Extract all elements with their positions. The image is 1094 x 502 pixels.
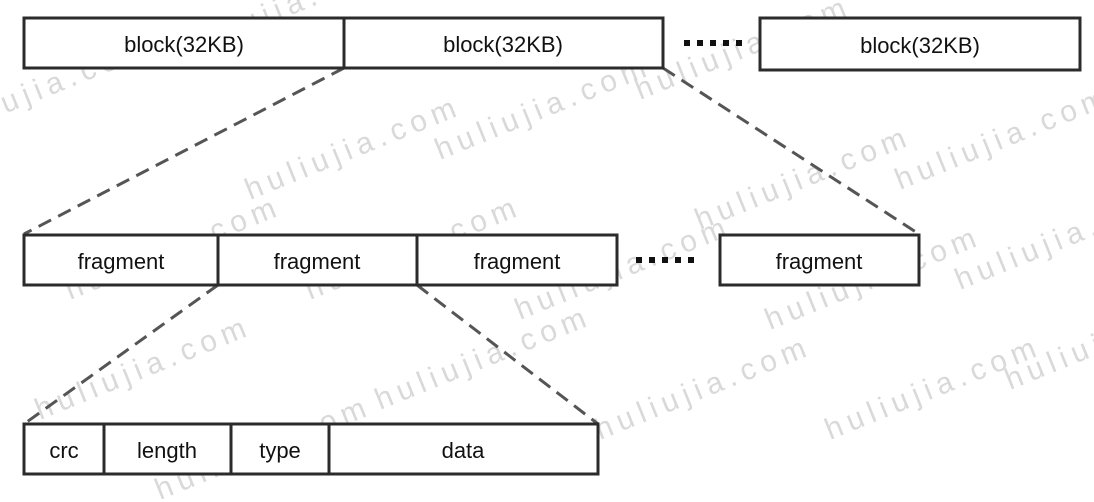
- fragment-labels: fragment fragment fragment fragment: [78, 249, 863, 274]
- field-label-type: type: [259, 438, 301, 463]
- fragment-label: fragment: [776, 249, 863, 274]
- connector-right-block-to-fragments: [662, 66, 920, 236]
- connector-left-fragment-to-fields: [23, 283, 219, 426]
- ellipsis-dot: [688, 257, 694, 263]
- field-label-data: data: [442, 438, 486, 463]
- watermark-text: huliujia.com: [240, 90, 466, 207]
- block-box: [342, 16, 665, 70]
- connector-left-block-to-fragments: [23, 66, 345, 236]
- ellipsis-dot: [662, 257, 668, 263]
- fragment-label: fragment: [274, 249, 361, 274]
- ellipsis-dot: [636, 257, 642, 263]
- fragment-label: fragment: [78, 249, 165, 274]
- ellipsis-dot: [697, 40, 703, 46]
- field-label-length: length: [137, 438, 197, 463]
- fragment-box: [718, 233, 921, 287]
- fragment-row: [22, 233, 921, 287]
- block-label: block(32KB): [443, 32, 563, 57]
- ellipsis-dot: [710, 40, 716, 46]
- block-row: [22, 16, 1082, 72]
- block-label: block(32KB): [124, 32, 244, 57]
- fragment-label: fragment: [474, 249, 561, 274]
- field-labels: crc length type data: [49, 438, 485, 463]
- connector-right-fragment-to-fields: [416, 283, 599, 426]
- block-box: [758, 16, 1082, 72]
- block-label: block(32KB): [860, 33, 980, 58]
- block-box: [22, 16, 346, 70]
- field-label-crc: crc: [49, 438, 78, 463]
- field-row: [22, 422, 600, 476]
- fragment-box: [415, 233, 619, 287]
- block-labels: block(32KB) block(32KB) block(32KB): [124, 32, 980, 58]
- ellipsis-dot: [675, 257, 681, 263]
- ellipsis-dot: [736, 40, 742, 46]
- fragment-ellipsis: [636, 257, 694, 263]
- connector-lines: [23, 66, 920, 426]
- ellipsis-dot: [723, 40, 729, 46]
- field-box-crc: [22, 422, 106, 476]
- fragment-box: [22, 233, 220, 287]
- ellipsis-dot: [684, 40, 690, 46]
- watermark-text: huliujia.com: [30, 310, 256, 427]
- watermark-text: huliujia.com: [890, 80, 1094, 197]
- field-box-data: [327, 422, 600, 476]
- block-ellipsis: [684, 40, 742, 46]
- ellipsis-dot: [649, 257, 655, 263]
- watermark-text: huliujia.com: [370, 300, 596, 417]
- watermark-text: huliujia.com: [590, 330, 816, 447]
- field-box-type: [229, 422, 331, 476]
